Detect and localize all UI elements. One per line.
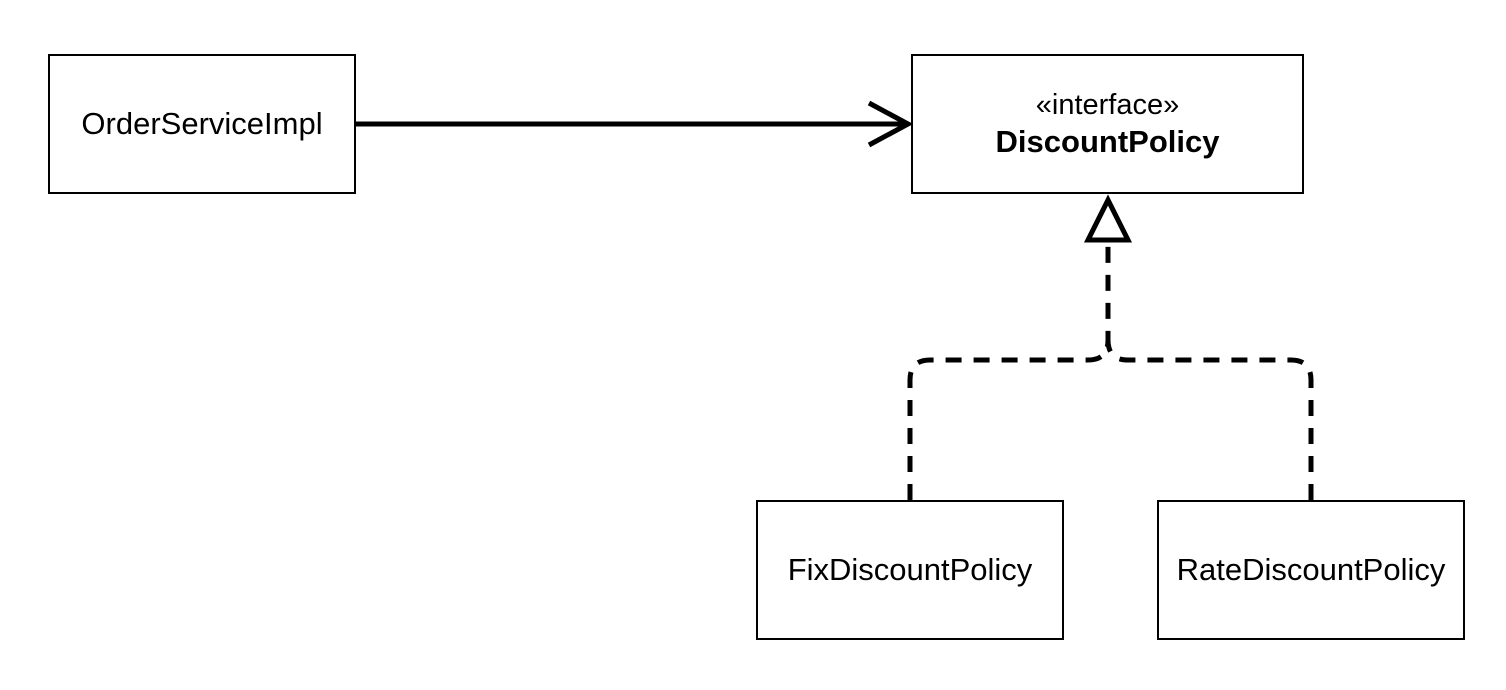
class-name-order-service-impl: OrderServiceImpl bbox=[81, 106, 323, 141]
realization-line-rate bbox=[1105, 339, 1314, 500]
interface-stereotype: «interface» bbox=[1035, 89, 1180, 121]
class-name-discount-policy: DiscountPolicy bbox=[995, 124, 1220, 159]
class-name-fix-discount-policy: FixDiscountPolicy bbox=[787, 552, 1033, 587]
class-box-rate-discount-policy: RateDiscountPolicy bbox=[1157, 500, 1465, 640]
class-box-order-service-impl: OrderServiceImpl bbox=[48, 54, 356, 194]
class-box-fix-discount-policy: FixDiscountPolicy bbox=[756, 500, 1064, 640]
realization-triangle-arrowhead bbox=[1083, 194, 1133, 243]
realization-line-fix bbox=[907, 242, 1111, 500]
class-name-rate-discount-policy: RateDiscountPolicy bbox=[1176, 552, 1446, 587]
dependency-arrow bbox=[356, 100, 914, 148]
realization-connector bbox=[907, 194, 1314, 500]
class-box-discount-policy: «interface» DiscountPolicy bbox=[911, 54, 1304, 194]
dependency-arrowhead bbox=[867, 100, 914, 148]
